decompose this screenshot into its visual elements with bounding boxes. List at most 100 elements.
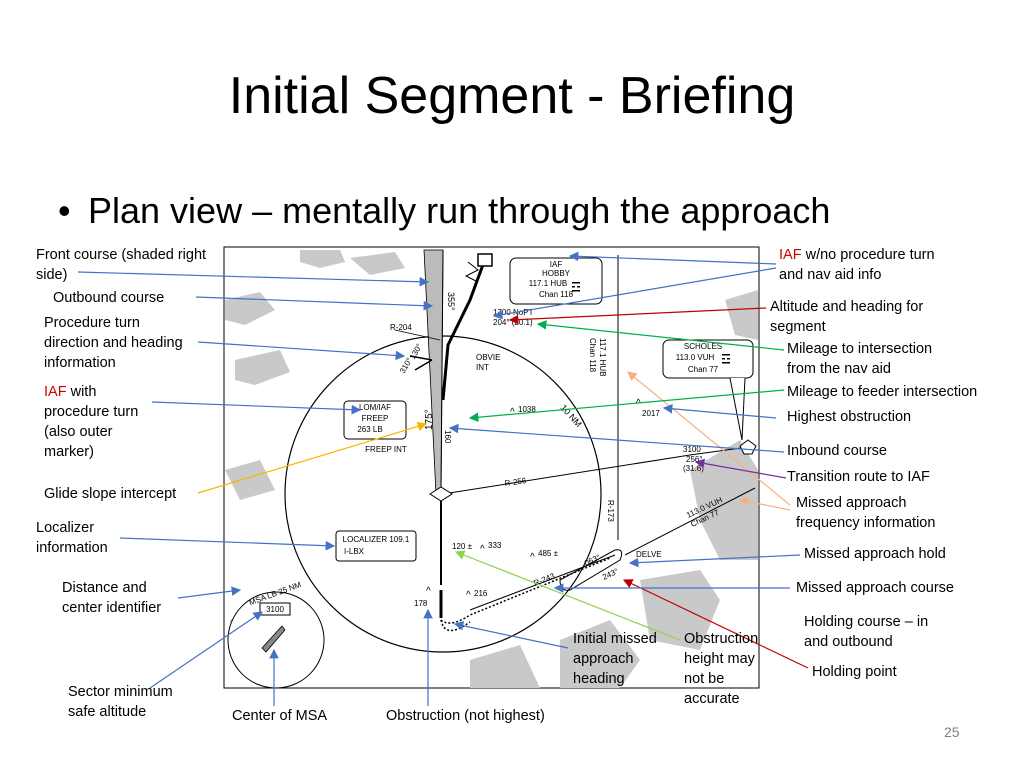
bullet-text: Plan view – mentally run through the app… <box>88 190 831 231</box>
freep-int: FREEP INT <box>365 445 407 454</box>
callout-holding-course: Holding course – in and outbound <box>804 614 929 650</box>
callout-mileage-intersection: Mileage to intersection from the nav aid <box>787 341 933 377</box>
course-063: 063° <box>583 553 602 568</box>
scholes-box-line: 113.0 VUH <box>676 353 715 362</box>
arrow-holding-point <box>622 579 809 669</box>
radial-243-label: R-243 <box>532 571 556 588</box>
route-break <box>464 261 479 283</box>
arrow-altitude-heading <box>508 307 767 325</box>
terrain-shape <box>350 252 405 275</box>
obstacle-label: 485 ± <box>538 549 559 558</box>
arrow-initial-missed <box>453 621 569 649</box>
arrow-missed-freq-b <box>738 496 791 511</box>
arrow-mileage-feeder <box>468 389 785 423</box>
arrow-front-course <box>77 271 430 287</box>
morse-code-icon <box>572 282 580 292</box>
obstacle-label: 2017 <box>642 409 660 418</box>
arrow-glide-slope <box>197 421 428 494</box>
iaf-box-line: HOBBY <box>542 269 571 278</box>
terrain-shape <box>725 290 758 340</box>
course-175: 175° <box>424 409 435 430</box>
obstacle-marker-icon: ^ <box>510 407 515 418</box>
terrain-shape <box>225 460 275 500</box>
callout-iaf-no-pt: IAF w/no procedure turn and nav aid info <box>779 245 935 285</box>
callout-transition-route: Transition route to IAF <box>787 469 930 485</box>
missed-approach-path <box>440 619 471 632</box>
radial-243-line <box>469 554 616 611</box>
arrow-missed-freq-a <box>627 371 791 506</box>
ten-nm-ring <box>284 335 602 653</box>
svg-text-line: INT <box>476 363 489 372</box>
iaf-box-line: IAF <box>550 260 563 269</box>
iaf-with-pt-text: with procedure turn (also outer marker) <box>44 384 139 460</box>
callout-mileage-feeder: Mileage to feeder intersection <box>787 384 978 400</box>
terrain-shape <box>640 570 720 650</box>
scholes-pointer <box>729 377 746 441</box>
iaf-box-line: Chan 118 <box>539 290 574 299</box>
terrain-shape <box>235 350 290 385</box>
arrow-iaf-pt <box>151 401 362 415</box>
transition-heading: 256° <box>686 455 703 464</box>
transition-altitude: 3100 <box>683 445 701 454</box>
bullet-icon: • <box>58 190 71 231</box>
callout-initial-missed: Initial missed approach heading <box>573 631 657 687</box>
callout-missed-freq: Missed approach frequency information <box>796 495 936 531</box>
callout-altitude-heading: Altitude and heading for segment <box>770 299 924 335</box>
callout-obstruction-not-highest: Obstruction (not highest) <box>386 708 545 724</box>
vortac-icon <box>739 439 757 455</box>
final-course-line <box>440 249 444 495</box>
radial-173-label: R-173 <box>606 500 615 522</box>
localizer-box-line: I-LBX <box>344 547 365 556</box>
terrain-shape <box>560 620 640 688</box>
callout-sector-min: Sector minimum safe altitude <box>68 684 173 720</box>
lom-box-line: FREEP <box>362 414 389 423</box>
radial-256-label: R-256 <box>504 476 527 488</box>
bullet-item: • Plan view – mentally run through the ap… <box>58 190 830 232</box>
iaf-no-pt-text: w/no procedure turn and nav aid info <box>779 247 935 283</box>
procedure-turn-barb <box>409 355 433 371</box>
callout-highest-obstruction: Highest obstruction <box>787 409 912 425</box>
msa-altitude: 3100 <box>266 605 284 614</box>
callout-glide-slope: Glide slope intercept <box>44 486 177 502</box>
arrow-obstruction-height <box>454 550 681 641</box>
svg-text-line: Chan 118 <box>588 338 597 373</box>
iaf-highlight: IAF <box>779 247 802 263</box>
localizer-box-line: LOCALIZER 109.1 <box>343 535 410 544</box>
terrain-shape <box>225 292 275 325</box>
arrow-iaf-no-pt-a <box>568 251 777 265</box>
callout-obstruction-height: Obstruction height may not be accurate <box>684 631 759 707</box>
arrow-distance-center <box>177 586 242 599</box>
callout-outbound-course: Outbound course <box>53 290 165 306</box>
callout-distance-center: Distance and center identifier <box>62 580 162 616</box>
transition-distance: (31.6) <box>683 464 704 473</box>
iaf-box <box>509 257 603 305</box>
radial-256-line <box>442 454 691 495</box>
feeder-route <box>441 261 486 401</box>
callout-iaf-with-pt: IAF with procedure turn (also outer mark… <box>44 382 138 462</box>
callout-front-course: Front course (shaded right side) <box>36 247 207 283</box>
course-355: 355° <box>446 292 456 311</box>
callout-missed-hold: Missed approach hold <box>804 546 946 562</box>
arrow-sector-min <box>149 611 263 689</box>
obstacle-marker-icon: ^ <box>426 586 431 597</box>
obstacle-label: 178 <box>414 599 428 608</box>
arrow-procedure-turn <box>197 341 406 361</box>
callout-holding-point: Holding point <box>812 664 897 680</box>
scholes-box-line: SCHOLES <box>684 342 722 351</box>
vuh-radial-line <box>624 487 756 556</box>
scholes-box <box>662 339 754 379</box>
obstacle-label: 120 ± <box>452 542 473 551</box>
msa-center-icon <box>261 625 286 653</box>
arrow-localizer <box>119 537 336 551</box>
obstacle-label: 333 <box>488 541 502 550</box>
radial-204-line <box>394 329 441 341</box>
page-number: 25 <box>944 724 960 740</box>
obstacle-label: 1038 <box>518 405 536 414</box>
course-243: 243° <box>601 567 620 582</box>
localizer-box <box>335 530 417 562</box>
arrow-outbound-course <box>195 296 434 311</box>
callout-localizer: Localizer information <box>36 520 108 556</box>
arrow-mileage-intersection <box>536 320 785 351</box>
callout-inbound-course: Inbound course <box>787 443 887 459</box>
lom-box-line: 263 LB <box>357 425 382 434</box>
